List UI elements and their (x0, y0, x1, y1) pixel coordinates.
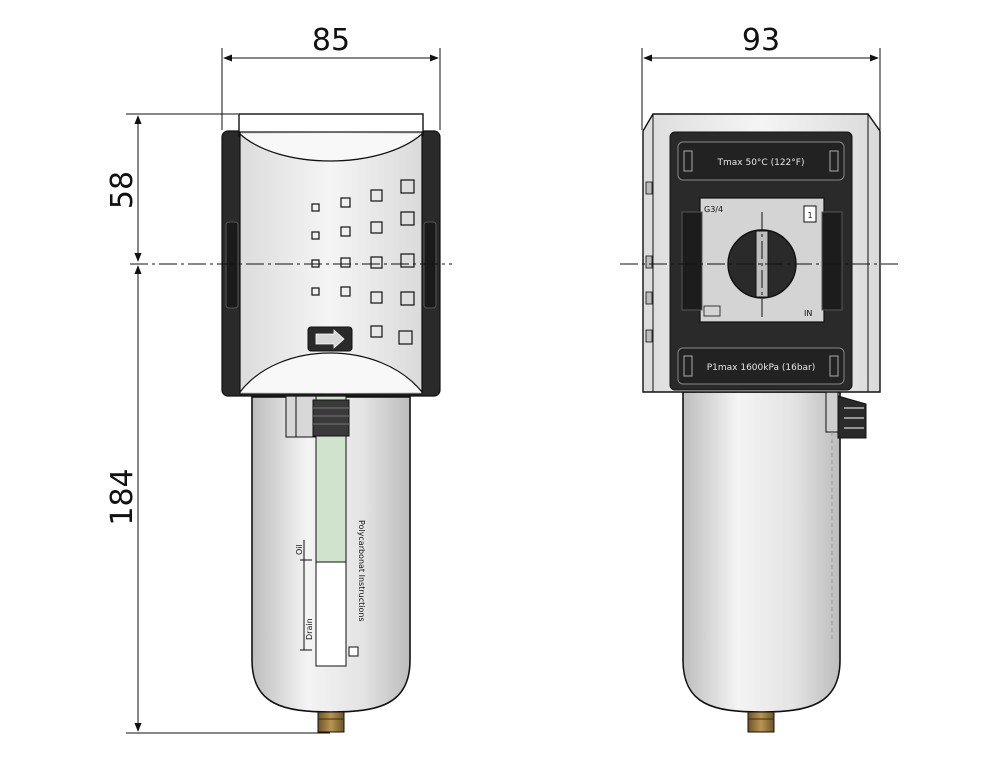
oil-marker-label: Oil (295, 544, 304, 555)
tmax-label: Tmax 50°C (122°F) (717, 158, 805, 168)
tmax-label-plate (677, 141, 845, 181)
side-bowl-lock (825, 391, 839, 433)
center-lines (130, 212, 898, 318)
decorative-square-pattern (311, 179, 415, 345)
dimension-bowl-height: 184 (105, 265, 330, 734)
front-view: Oil Drain Polycarbonat Instructions (221, 113, 441, 733)
dimension-58-label: 58 (105, 171, 140, 209)
side-drain-fitting (747, 711, 775, 733)
in-marker-label: IN (804, 309, 812, 318)
dimension-side-width: 93 (641, 23, 881, 130)
dimension-head-height: 58 (105, 113, 238, 262)
front-drain-fitting (317, 711, 345, 733)
dimension-85-label: 85 (312, 23, 350, 58)
dimension-front-width: 85 (221, 23, 441, 130)
dimension-184-label: 184 (105, 468, 140, 525)
bowl-warning-icon (348, 646, 359, 657)
bowl-caution-label: Polycarbonat Instructions (357, 520, 366, 622)
side-bowl (682, 391, 841, 713)
flow-direction-icon (307, 326, 353, 352)
side-view: Tmax 50°C (122°F) P1max 1600kPa (16bar) … (642, 113, 881, 733)
drain-marker-label: Drain (305, 618, 314, 640)
port-size-label: G3/4 (704, 205, 723, 214)
p1max-label: P1max 1600kPa (16bar) (707, 363, 816, 373)
port-number-label: 1 (807, 211, 812, 220)
p1max-label-plate (677, 347, 845, 385)
front-sight-knob (312, 399, 350, 437)
dimension-93-label: 93 (742, 23, 780, 58)
